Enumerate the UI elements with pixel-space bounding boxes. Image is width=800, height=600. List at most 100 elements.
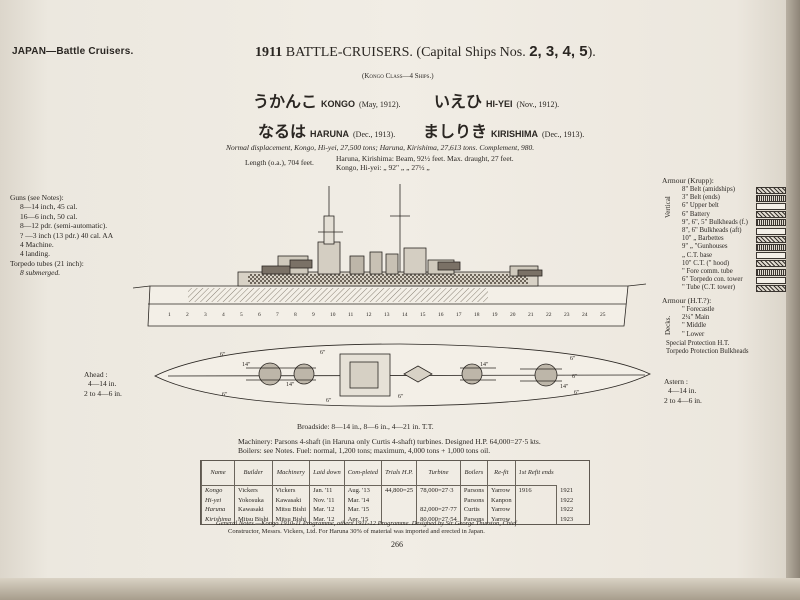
table-cell: 44,800=25 xyxy=(381,485,417,496)
hull-compartment-number: 11 xyxy=(348,312,354,318)
ship-kongo-date: (May, 1912). xyxy=(359,100,401,109)
gun-item: 8—12 pdr. (semi-automatic). xyxy=(20,221,108,231)
table-cell xyxy=(381,514,417,524)
armour-swatch xyxy=(756,186,786,194)
page-title: 1911 BATTLE-CRUISERS. (Capital Ships Nos… xyxy=(255,43,596,61)
armour-item: " Tube (C.T. tower) xyxy=(682,284,786,293)
armour-item: 9" „ "Gunhouses xyxy=(682,243,786,252)
table-cell: Yarrow xyxy=(487,514,516,524)
table-cell: 1922 xyxy=(556,495,577,505)
hull-compartment-number: 22 xyxy=(546,312,552,318)
ahead-block: Ahead : 4—14 in. 2 to 4—6 in. xyxy=(84,370,122,398)
ship-kirishima: ましりき KIRISHIMA (Dec., 1913). xyxy=(423,118,584,142)
astern-line-2: 2 to 4—6 in. xyxy=(664,395,702,405)
book-spine xyxy=(786,0,800,600)
table-header-cell: Builder xyxy=(234,461,273,486)
table-cell: Mar. '15 xyxy=(343,505,382,515)
armour-item-label: 10" C.T. (" hood) xyxy=(682,259,730,267)
armour-item: 6" Battery xyxy=(682,211,786,219)
hull-compartment-number: 25 xyxy=(600,312,606,318)
torpedo-value: 8 submerged. xyxy=(20,268,61,278)
table-cell xyxy=(381,495,417,505)
class-subtitle: (Kongo Class—4 Ships.) xyxy=(362,72,434,80)
ship-haruna-kana: なるは xyxy=(258,122,307,141)
armour-item-label: 10" „ Barbettes xyxy=(682,235,724,243)
gun-item: 4 Machine. xyxy=(20,240,54,250)
table-header-cell: Laid down xyxy=(309,461,345,486)
ship-hiyei-date: (Nov., 1912). xyxy=(516,100,560,109)
displacement-line: Normal displacement, Kongo, Hi-yei, 27,5… xyxy=(226,143,535,152)
armour-list: 8" Belt (amidships)3" Belt (ends)6" Uppe… xyxy=(682,186,786,293)
special-protection: Special Protection H.T. Torpedo Protecti… xyxy=(666,340,749,356)
hull-compartment-number: 1 xyxy=(168,312,171,318)
armour-swatch xyxy=(756,268,786,276)
armour-item-label: 6" Upper belt xyxy=(682,202,719,210)
hull-compartment-number: 8 xyxy=(294,312,297,318)
deck-item: " Lower xyxy=(682,330,705,338)
table-header-cell: Re-fit xyxy=(487,461,516,486)
ship-kirishima-kana: ましりき xyxy=(423,122,488,141)
table-cell: Mar. '14 xyxy=(343,495,382,505)
hull-compartment-number: 6 xyxy=(258,312,261,318)
armour-item-label: 6" Battery xyxy=(682,210,710,218)
section-heading: JAPAN—Battle Cruisers. xyxy=(12,46,134,57)
title-year: 1911 xyxy=(255,45,283,60)
ship-kirishima-name: KIRISHIMA xyxy=(491,129,539,139)
table-cell: Mar. '12 xyxy=(309,514,345,524)
table-header-cell: Trials H.P. xyxy=(381,461,417,486)
table-cell: Yarrow xyxy=(487,485,516,496)
ship-plan-drawing: 14" 14" 14" 14" 6" 6" 6" 6" 6" 6" 6" 6" xyxy=(154,343,651,407)
armour-item: 10" C.T. (" hood) xyxy=(682,260,786,268)
machinery-line-2: Boilers: see Notes. Fuel: normal, 1,200 … xyxy=(238,446,491,455)
gun-item: 4 landing. xyxy=(20,249,50,259)
table-cell: Nov. '11 xyxy=(309,495,345,505)
armour-swatch xyxy=(756,276,786,284)
table-cell: 82,000=27·77 xyxy=(416,505,461,515)
gun-label-7: 6" xyxy=(574,390,580,396)
armour-item-label: 6" Torpedo con. tower xyxy=(682,276,743,284)
armour-swatch xyxy=(756,235,786,243)
table-header-cell: Boilers xyxy=(459,461,488,486)
ship-hiyei-name: HI-YEI xyxy=(486,99,513,109)
ahead-heading: Ahead : xyxy=(84,370,108,379)
machinery-line-1: Machinery: Parsons 4-shaft (in Haruna on… xyxy=(238,437,541,446)
hull-compartment-number: 19 xyxy=(492,312,498,318)
turret-label-a: 14" xyxy=(242,362,251,368)
table-cell xyxy=(514,495,557,505)
armour-item-label: 9", 6", 5" Bulkheads (f.) xyxy=(682,218,748,226)
guns-heading: Guns (see Notes): xyxy=(10,193,64,202)
general-notes: General Notes.—Kongo 1910-11 Programme, … xyxy=(216,520,517,536)
beam-line-2: Kongo, Hi-yei: „ 92" „ „ 27½ „ xyxy=(336,163,430,172)
ahead-line-1: 4—14 in. xyxy=(88,379,117,389)
gun-label-5: 6" xyxy=(570,356,576,362)
gun-item: 8—14 inch, 45 cal. xyxy=(20,202,78,212)
table-header-cell: Com-pleted xyxy=(343,461,382,486)
armour-item-label: 8", 6" Bulkheads (aft) xyxy=(682,227,742,235)
armour-swatch xyxy=(756,285,786,293)
gun-label-4: 6" xyxy=(398,394,404,400)
armour-item: „ C.T. base xyxy=(682,252,786,260)
special-protection-text: Special Protection H.T. xyxy=(666,340,730,347)
hull-compartment-number: 12 xyxy=(366,312,372,318)
page-number: 266 xyxy=(391,540,403,549)
armour-item-label: 9" „ "Gunhouses xyxy=(682,243,728,251)
title-text: BATTLE-CRUISERS. xyxy=(285,45,413,60)
notes-line-2: Constructor, Messrs. Vickers, Ltd. For H… xyxy=(228,528,485,535)
table-cell xyxy=(514,514,557,524)
armour-item: 6" Torpedo con. tower xyxy=(682,276,786,284)
table-cell: Kawasaki xyxy=(234,505,273,515)
table-cell xyxy=(381,505,417,515)
hull-compartment-number: 4 xyxy=(222,312,225,318)
hull-compartment-number: 18 xyxy=(474,312,480,318)
hull-compartment-number: 15 xyxy=(420,312,426,318)
table-cell: Vickers xyxy=(271,485,310,496)
hull-compartment-number: 5 xyxy=(240,312,243,318)
ahead-line-2: 2 to 4—6 in. xyxy=(84,388,122,398)
table-cell: Yarrow xyxy=(487,505,516,515)
astern-line-1: 4—14 in. xyxy=(668,386,697,396)
